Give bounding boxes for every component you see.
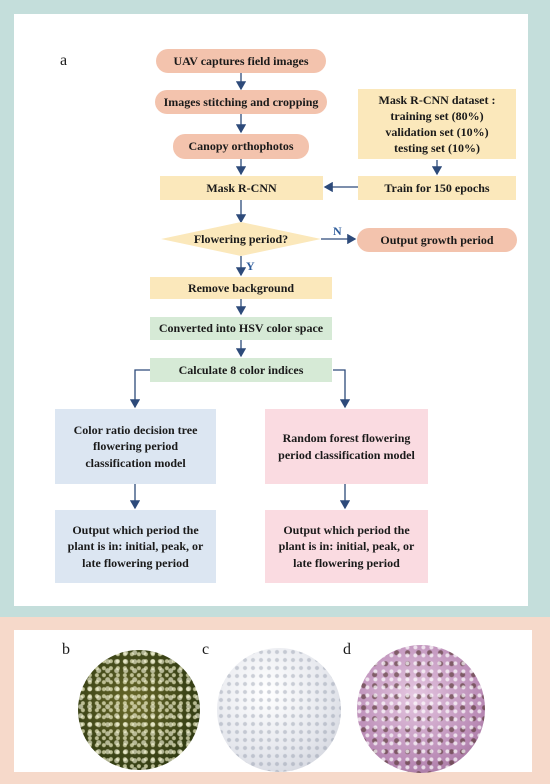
decision-tree-box: Color ratio decision tree flowering peri… — [55, 409, 216, 484]
dataset-validation: validation set (10%) — [385, 125, 489, 139]
output-left-box: Output which period the plant is in: ini… — [55, 510, 216, 583]
panel-label-a: a — [60, 52, 68, 69]
canopy-box: Canopy orthophotos — [173, 134, 309, 159]
flowering-question: Flowering period? — [193, 231, 289, 246]
uav-capture-box: UAV captures field images — [156, 49, 326, 73]
mask-rcnn-box: Mask R-CNN — [160, 176, 323, 200]
plant-image-white — [217, 648, 341, 772]
panel-label-c: c — [202, 641, 210, 658]
plant-image-purple — [357, 645, 485, 773]
dataset-training: training set (80%) — [390, 108, 484, 123]
random-forest-box: Random forest flowering period classific… — [265, 409, 428, 484]
train-box: Train for 150 epochs — [358, 176, 516, 200]
output-right-box: Output which period the plant is in: ini… — [265, 510, 428, 583]
hsv-box: Converted into HSV color space — [150, 317, 332, 340]
color-indices-box: Calculate 8 color indices — [150, 358, 332, 382]
yes-label: Y — [246, 259, 255, 273]
panel-label-d: d — [343, 641, 351, 658]
panel-label-b: b — [62, 641, 70, 658]
output-growth-box: Output growth period — [357, 228, 517, 252]
dataset-testing: testing set (10%) — [394, 141, 480, 156]
remove-background-box: Remove background — [150, 277, 332, 299]
dataset-title: Mask R-CNN dataset : — [378, 92, 496, 107]
plant-image-green — [78, 650, 200, 770]
dataset-box: Mask R-CNN dataset : training set (80%) … — [358, 89, 516, 159]
no-label: N — [333, 224, 342, 238]
stitching-box: Images stitching and cropping — [155, 90, 327, 114]
